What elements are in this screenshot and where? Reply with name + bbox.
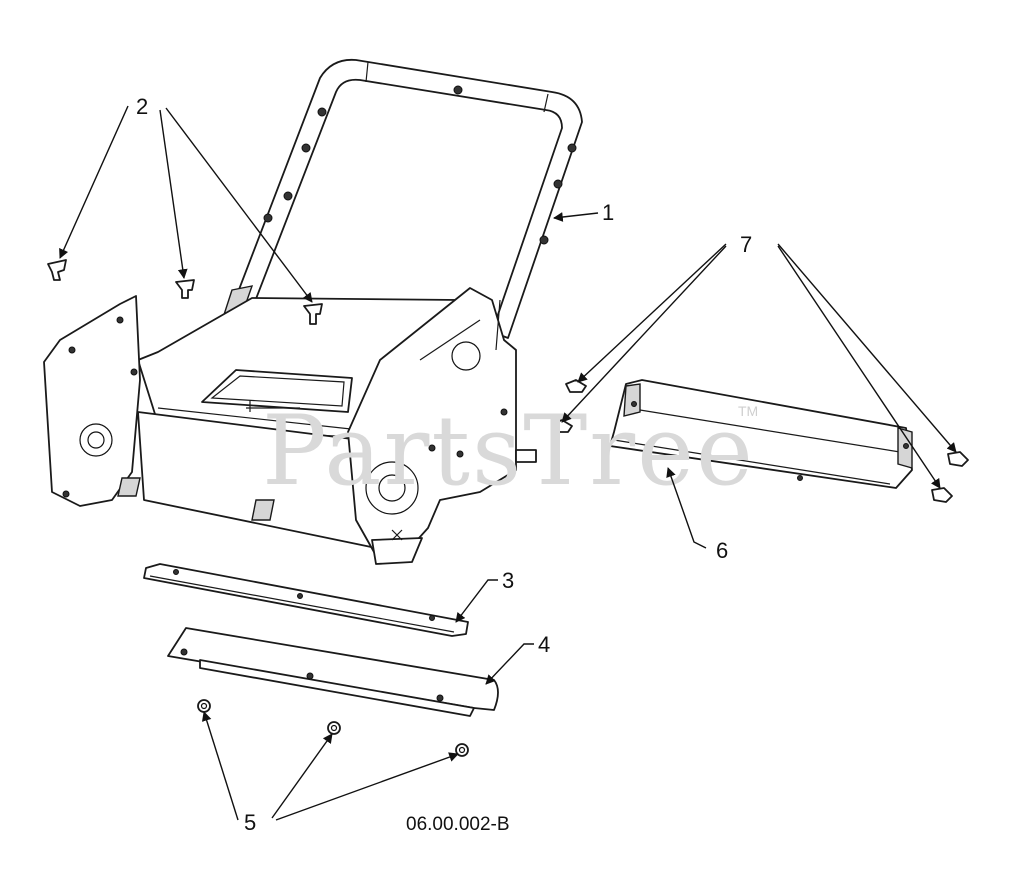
hex-bolt-7d[interactable] — [931, 487, 953, 503]
scraper-bar-part[interactable] — [143, 563, 469, 637]
leader-lines — [59, 105, 957, 821]
drawing-code: 06.00.002-B — [406, 814, 510, 835]
hex-bolt-7c[interactable] — [947, 451, 969, 467]
hex-nut-5c[interactable] — [455, 743, 469, 757]
skid-support-part[interactable] — [609, 379, 913, 489]
callout-2[interactable]: 2 — [136, 94, 148, 119]
hex-nut-5a[interactable] — [197, 699, 211, 713]
carriage-bolt-2c[interactable] — [303, 303, 323, 325]
callout-5[interactable]: 5 — [244, 810, 256, 835]
shave-plate-part[interactable] — [167, 627, 499, 717]
callout-6[interactable]: 6 — [716, 538, 728, 563]
frame-housing[interactable] — [43, 287, 537, 565]
carriage-bolt-2a[interactable] — [47, 259, 67, 281]
carriage-bolt-2b[interactable] — [175, 279, 195, 299]
watermark-text: PartsTree — [262, 395, 755, 507]
hex-bolt-7a[interactable] — [565, 379, 587, 393]
watermark-trademark: TM — [738, 403, 758, 419]
callout-1[interactable]: 1 — [602, 200, 614, 225]
hex-nut-5b[interactable] — [327, 721, 341, 735]
callout-4[interactable]: 4 — [538, 632, 550, 657]
callout-7[interactable]: 7 — [740, 232, 752, 257]
callout-3[interactable]: 3 — [502, 568, 514, 593]
hex-bolt-7b[interactable] — [551, 419, 573, 433]
